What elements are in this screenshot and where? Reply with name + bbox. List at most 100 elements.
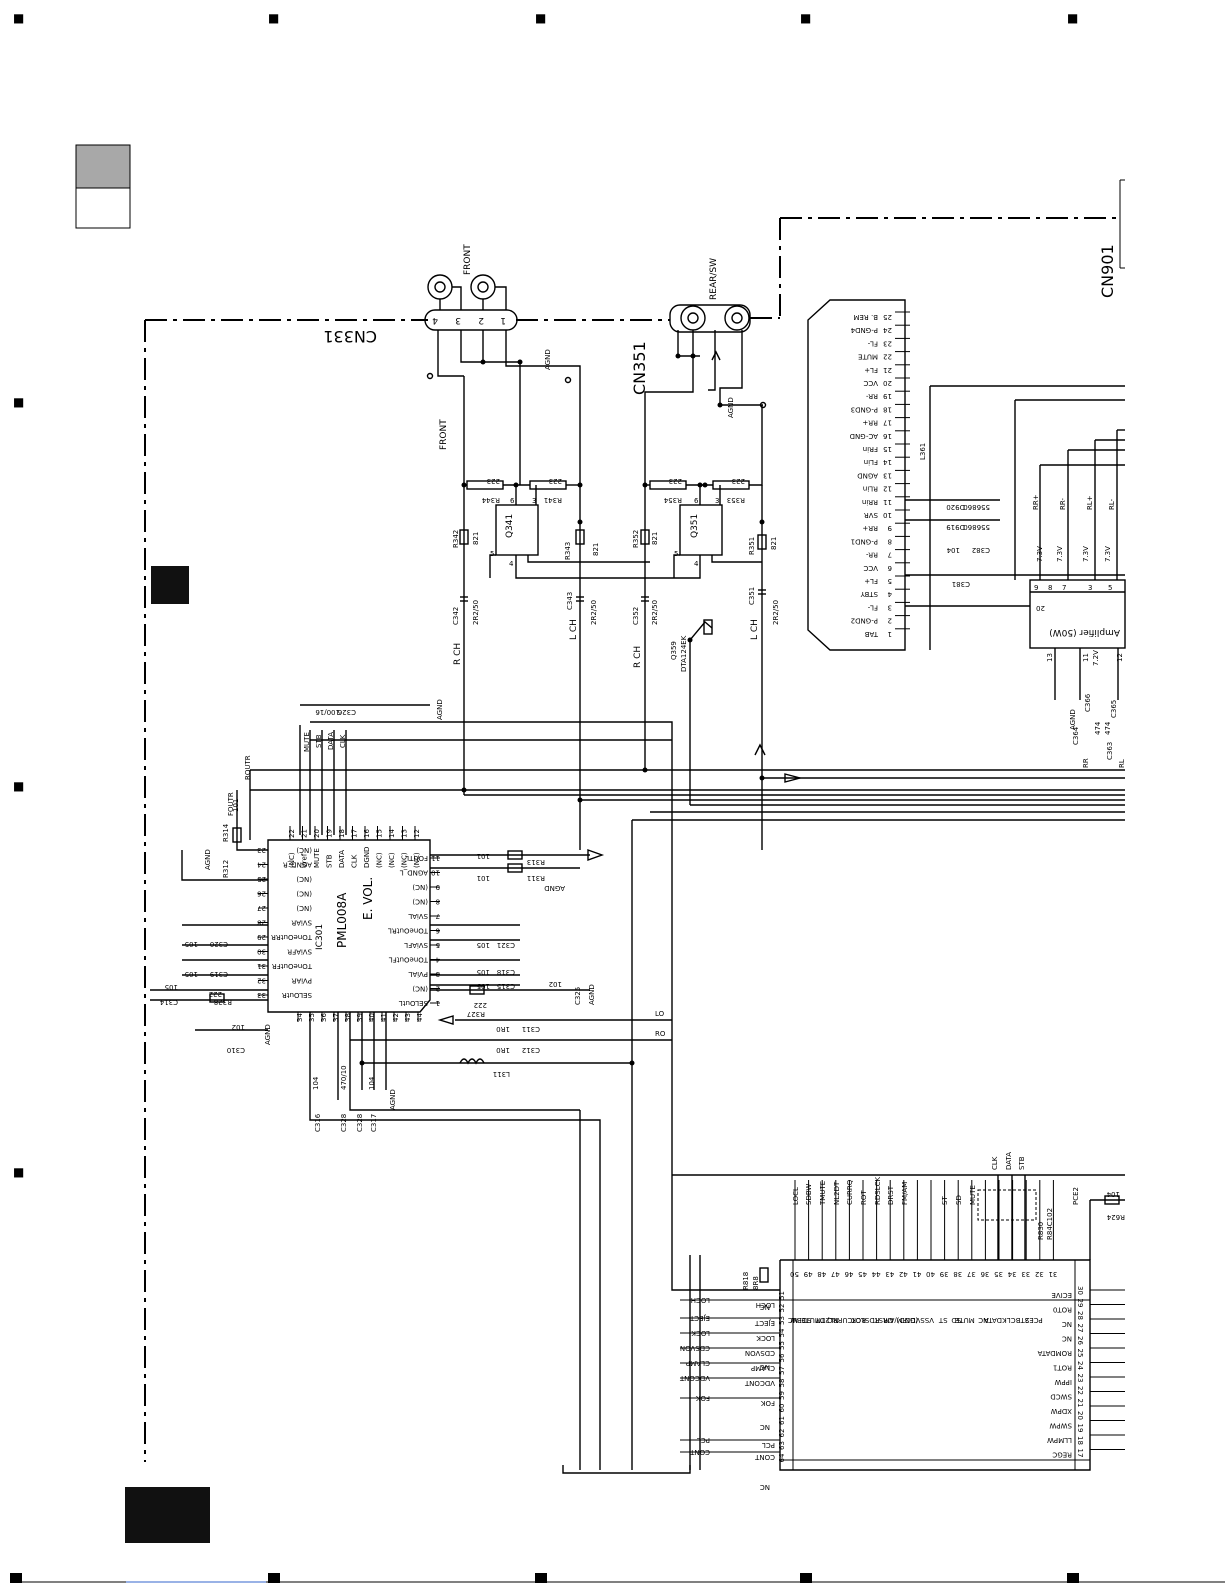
svg-text:7.2V: 7.2V xyxy=(1092,650,1100,666)
svg-text:C311: C311 xyxy=(522,1025,540,1033)
board-boundary xyxy=(144,179,1125,1462)
amp-pin-name: FLin xyxy=(864,458,878,466)
svg-text:13: 13 xyxy=(1046,653,1054,662)
amp-pin-name: TAB xyxy=(864,630,879,638)
svg-text:821: 821 xyxy=(592,543,600,556)
ic301-pin-name: (NC) xyxy=(296,904,312,912)
amp-pin-name: FL+ xyxy=(864,577,878,585)
ic301-pin-number: 27 xyxy=(257,904,266,912)
ic301-pin-number: 33 xyxy=(257,991,266,999)
svg-text:7: 7 xyxy=(1062,584,1066,592)
mcu-pin-name: REGC xyxy=(1052,1451,1072,1459)
ic301-pin-name: (NC) xyxy=(412,898,428,906)
svg-text:LO: LO xyxy=(655,1010,665,1018)
ic301-pin-number: 17 xyxy=(351,829,359,838)
mcu-pin-name: NC xyxy=(760,1483,770,1491)
amp-connector: 25B. REM24P-GND423FL-22MUTE21FL+20VCC19R… xyxy=(807,299,910,651)
cn331-pin: 2 xyxy=(478,315,484,325)
svg-text:474: 474 xyxy=(1094,721,1102,735)
mcu-pin-name: ECIVE xyxy=(1051,1291,1072,1299)
amp-pin-number: 23 xyxy=(883,339,892,347)
cn331-pin: 1 xyxy=(500,315,506,325)
ic301-pin-name: (NC) xyxy=(376,852,384,868)
mcu-pin-number: 44 xyxy=(871,1270,880,1278)
side-marker: ■ xyxy=(13,395,24,409)
amp-pin-name: RR+ xyxy=(862,524,878,532)
svg-text:1R0: 1R0 xyxy=(496,1046,510,1054)
svg-text:AGND: AGND xyxy=(264,1024,272,1045)
agnd-label: AGND xyxy=(727,397,735,418)
amp-pin-number: 5 xyxy=(888,577,892,585)
svg-text:8R8: 8R8 xyxy=(752,1276,760,1290)
ic301-pin-number: 12 xyxy=(413,829,421,838)
mcu-left-signal: VDCONT xyxy=(679,1374,710,1382)
side-marker: ■ xyxy=(13,1165,24,1179)
mcu-pin-number: 40 xyxy=(926,1270,935,1278)
ic301-pin-name: PViAL xyxy=(408,970,428,978)
svg-text:C319: C319 xyxy=(210,970,228,978)
mcu-pin-name: CONT xyxy=(754,1453,775,1461)
mcu-pin-number: 54 xyxy=(778,1328,786,1337)
amp-pin-name: P-GND2 xyxy=(851,617,878,625)
ic301-pin-number: 43 xyxy=(404,1013,412,1022)
mcu-pin-number: 53 xyxy=(778,1316,786,1325)
ic301-pin-number: 41 xyxy=(380,1013,388,1022)
ic301-pin-number: 15 xyxy=(376,829,384,838)
amp-pin-name: RR- xyxy=(866,392,878,400)
svg-text:AGND: AGND xyxy=(204,849,212,870)
ic301-pin-number: 21 xyxy=(301,829,309,838)
ic301-pin-number: 31 xyxy=(257,962,266,970)
mcu-pin-number: 26 xyxy=(1076,1336,1084,1345)
mcu-pin-number: 55 xyxy=(778,1341,786,1350)
svg-text:222: 222 xyxy=(474,1001,487,1009)
svg-text:C315: C315 xyxy=(497,982,515,990)
svg-text:CLK: CLK xyxy=(339,734,347,748)
mcu-pin-number: 22 xyxy=(1076,1386,1084,1395)
svg-text:223: 223 xyxy=(487,477,500,485)
ic301-pin-name: DATA xyxy=(338,850,346,868)
svg-text:821: 821 xyxy=(651,532,659,545)
cn331-label: CN331 xyxy=(323,327,377,346)
mcu-pin-number: 27 xyxy=(1076,1324,1084,1333)
mcu-pin-number: 38 xyxy=(953,1270,962,1278)
corner-marker xyxy=(10,1573,22,1583)
ic301-pin-name: Vref xyxy=(301,853,309,868)
mcu-signal-name: FM/AM xyxy=(901,1182,909,1205)
ic301-pin-number: 37 xyxy=(332,1013,340,1022)
ic301-pin-name: MUTE xyxy=(313,848,321,868)
svg-text:AGND: AGND xyxy=(544,884,565,892)
mcu-signal-name: NL2DT xyxy=(833,1181,841,1205)
mcu-pin-number: 36 xyxy=(980,1270,989,1278)
mcu-pin-name: NC xyxy=(760,1363,770,1371)
svg-text:100/16: 100/16 xyxy=(315,708,340,716)
mcu-pin-name: MUTE xyxy=(955,1316,975,1324)
amp-pin-number: 7 xyxy=(888,551,892,559)
mcu-pin-name: PCL xyxy=(762,1441,775,1449)
bottom-marker xyxy=(800,1573,812,1583)
svg-text:ROUTR: ROUTR xyxy=(244,755,252,780)
amp-pin-name: MUTE xyxy=(858,353,878,361)
svg-text:STB: STB xyxy=(1018,1156,1026,1170)
ic301-pin-name: SViAFR xyxy=(287,948,312,956)
mcu-pin-name: SD xyxy=(951,1316,961,1324)
mcu-signal-name: ST xyxy=(941,1196,949,1205)
svg-text:DATA: DATA xyxy=(1005,1152,1013,1170)
ic301-pin-name: DGND xyxy=(363,847,371,868)
ic301-pin-number: 1 xyxy=(436,999,440,1007)
page-number-block xyxy=(125,1487,210,1543)
mcu-pin-name: ST xyxy=(938,1316,947,1324)
ic301: IC301 PML008A E. VOL. 22(NC)21Vref20MUTE… xyxy=(257,826,440,1022)
mcu-pin-number: 51 xyxy=(778,1291,786,1300)
svg-text:C326: C326 xyxy=(337,708,356,716)
mcu-pin-number: 42 xyxy=(899,1270,908,1278)
mcu-pin-number: 24 xyxy=(1076,1361,1084,1370)
mcu-pin-number: 31 xyxy=(1048,1270,1057,1278)
svg-text:R328: R328 xyxy=(214,998,232,1006)
ic301-pin-name: SViAR xyxy=(291,919,312,927)
amp-pin-number: 13 xyxy=(883,471,892,479)
mcu-pin-name: ROT1 xyxy=(1053,1364,1072,1372)
svg-text:3: 3 xyxy=(532,497,536,505)
mcu-pin-name: LOCK xyxy=(756,1334,775,1342)
amp-pin-name: P-GND3 xyxy=(851,405,878,413)
ic301-pin-number: 18 xyxy=(338,829,346,838)
